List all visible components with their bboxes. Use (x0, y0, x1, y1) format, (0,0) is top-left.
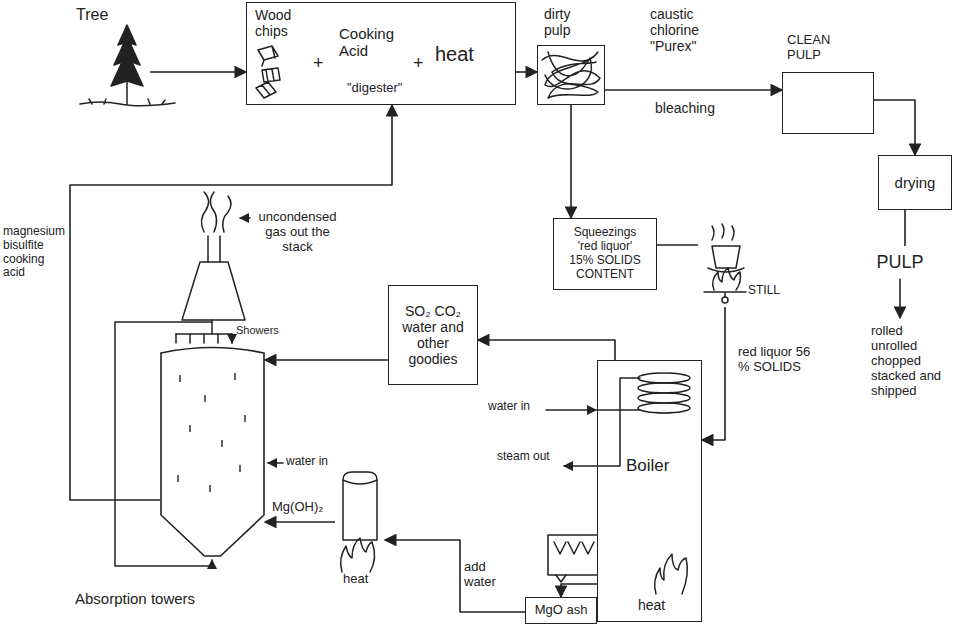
flow-label: Mg(OH)₂ (272, 500, 323, 515)
node-text: CLEAN PULP (787, 33, 857, 63)
node-text: + (413, 53, 424, 74)
flow-label: steam out (497, 450, 550, 464)
node-text: 'red liquor' (578, 240, 633, 254)
flow-arrow (385, 540, 525, 612)
drop-stroke (209, 485, 210, 492)
dirty-pulp-box: dirty pulp (537, 45, 605, 105)
pulp-scribble (542, 52, 600, 98)
node-text: Cooking Acid (339, 25, 411, 60)
squeezings-box: Squeezings'red liquor'15% SOLIDS CONTENT (553, 218, 657, 290)
node-text: heat (343, 572, 368, 587)
process-note: uncondensed gas out the stack (250, 210, 345, 255)
node-text: Wood chips (255, 7, 310, 39)
flow-label: water in (286, 455, 328, 469)
flow-arrow (904, 210, 906, 246)
node-text: Squeezings (574, 226, 637, 240)
node-text: 15% SOLIDS CONTENT (559, 254, 651, 282)
node-text: rolled unrolled chopped stacked and ship… (871, 324, 945, 399)
absorption-tower: Absorption towers (160, 345, 265, 557)
process-note: bleaching (655, 100, 715, 116)
flow-arrow (516, 71, 537, 73)
digester-box: Wood chips+Cooking Acid+heat"digester" (246, 2, 516, 105)
drop-stroke (179, 375, 180, 382)
drying-box: drying (878, 155, 952, 210)
boiler-box: Boiler heat (597, 360, 702, 622)
node-text: + (313, 53, 324, 74)
drop-stroke (204, 395, 205, 402)
node-text: STILL (748, 284, 780, 298)
process-note: caustic chlorine "Purex" (650, 6, 720, 54)
node-text: MgO ash (535, 603, 588, 618)
flow-arrow (478, 340, 615, 360)
flow-arrow (874, 100, 915, 155)
node-text: PULP (876, 252, 923, 273)
flow-arrow (570, 105, 572, 218)
flow-arrow (265, 521, 335, 523)
heater-node: heat (335, 468, 385, 590)
flow-arrow (702, 307, 725, 440)
shower-pipe (115, 320, 232, 566)
drop-stroke (177, 475, 178, 482)
boiler-flame (655, 554, 688, 594)
flow-arrow (70, 105, 392, 500)
ash-hopper (548, 535, 597, 582)
flow-arrow (899, 279, 901, 318)
boiler-coil (546, 373, 690, 466)
tree-drawing (111, 25, 143, 86)
flow-arrow (265, 359, 388, 361)
water-in-arrow (268, 462, 283, 464)
node-text: dirty pulp (544, 6, 599, 38)
part-label: Showers (236, 324, 279, 337)
still-drawing (704, 224, 746, 303)
node-text: drying (895, 174, 936, 191)
flow-arrow (605, 89, 782, 91)
flow-label: water in (488, 400, 530, 414)
flow-label: magnesium bisulfite cooking acid (3, 225, 67, 280)
still-node: STILL (698, 222, 790, 307)
tower-outline (160, 345, 265, 557)
ash-box: MgO ash (525, 597, 597, 624)
drop-stroke (221, 440, 222, 447)
node-text: heat (638, 597, 665, 613)
flow-arrow (561, 584, 597, 597)
tree-node: Tree (70, 6, 150, 114)
node-text: SO₂ CO₂ water and other goodies (394, 303, 472, 367)
heater-vessel (341, 472, 377, 572)
ground-line (80, 80, 175, 106)
flow-label: red liquor 56 % SOLIDS (738, 345, 823, 375)
flow-label: add water (464, 560, 520, 590)
drop-stroke (234, 373, 235, 380)
node-text: Absorption towers (75, 590, 195, 607)
flow-arrow (657, 244, 698, 246)
drop-stroke (239, 465, 240, 472)
gas-box: SO₂ CO₂ water and other goodies (388, 285, 478, 385)
drop-stroke (189, 425, 190, 432)
wood-chips (256, 46, 280, 98)
pulp-node: PULP (862, 246, 938, 279)
node-text: Boiler (626, 456, 669, 476)
flow-arrow (150, 71, 246, 73)
node-text: heat (435, 43, 474, 66)
drop-stroke (244, 415, 245, 422)
shipping-node: rolled unrolled chopped stacked and ship… (866, 318, 950, 405)
node-text: "digester" (347, 81, 402, 96)
tower-body (161, 348, 264, 557)
stack-hood (182, 192, 250, 320)
clean-pulp-box: CLEAN PULP (782, 72, 874, 134)
node-text: Tree (76, 6, 108, 24)
